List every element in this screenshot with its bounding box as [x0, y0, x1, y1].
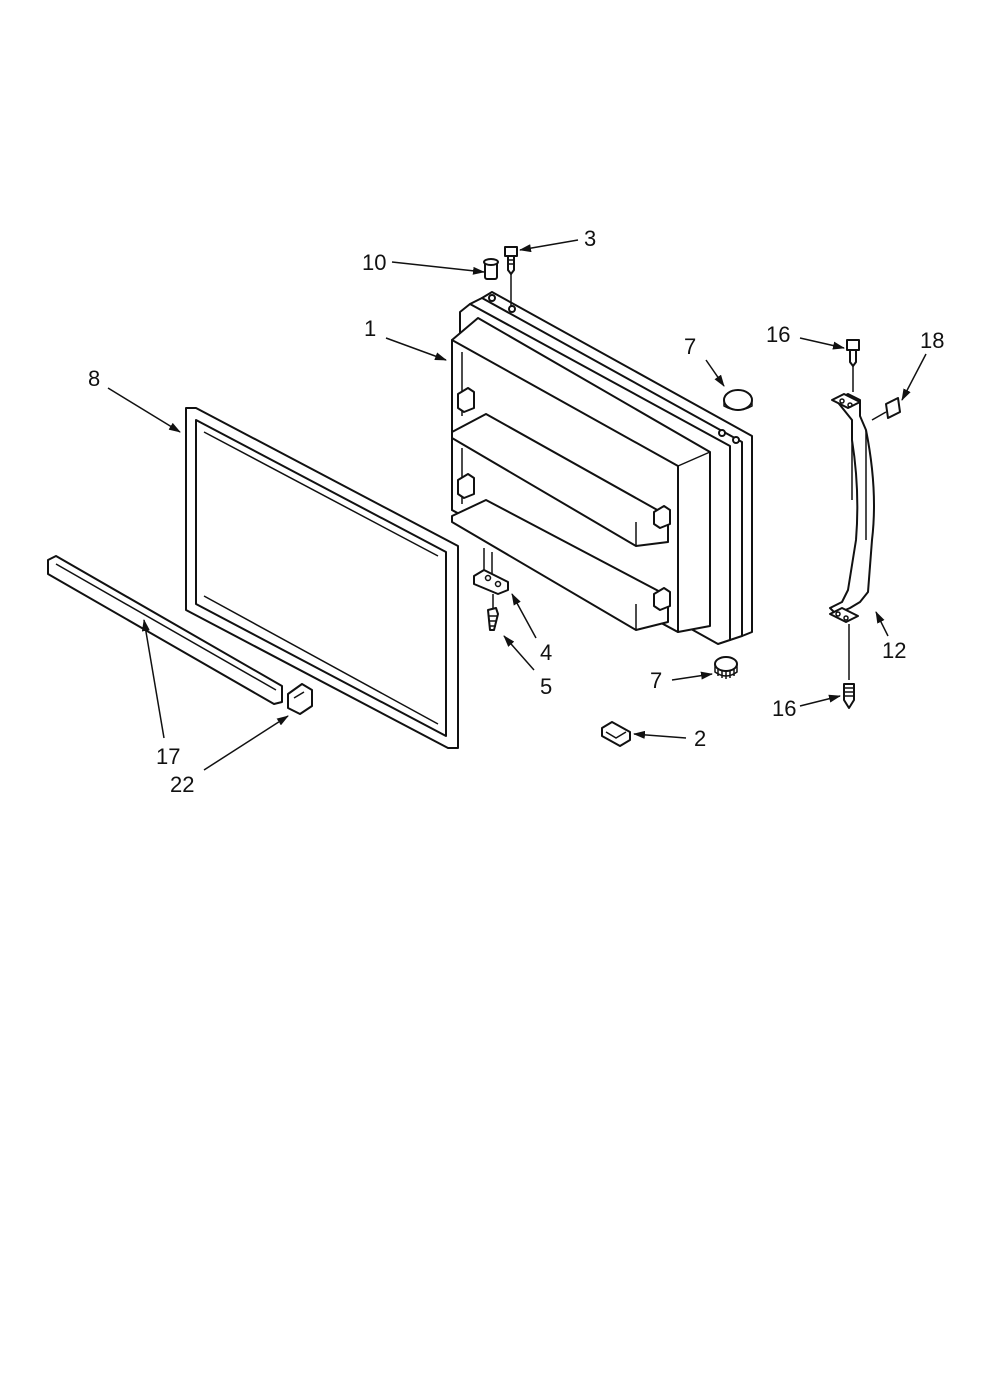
- hinge-washer-part: [473, 569, 509, 595]
- callout-7-cap: 7: [684, 334, 696, 359]
- callout-12: 12: [882, 638, 906, 663]
- hinge-cap-part: [723, 389, 753, 411]
- callout-17: 17: [156, 744, 180, 769]
- callout-16-bottom: 16: [772, 696, 796, 721]
- callout-16-top: 16: [766, 322, 790, 347]
- door-handle-part: [829, 393, 875, 623]
- nameplate-part: [871, 397, 901, 421]
- leader-lines: [107, 239, 927, 771]
- callout-8: 8: [88, 366, 100, 391]
- breaker-strip-part: [47, 555, 283, 705]
- callout-4: 4: [540, 640, 552, 665]
- handle-screw-top-part: [846, 339, 860, 392]
- door-liner-part: [451, 291, 753, 645]
- top-screw-part: [504, 246, 518, 306]
- callout-18: 18: [920, 328, 944, 353]
- callout-22: 22: [170, 772, 194, 797]
- callout-labels: 1 2 3 4 5 7 7 8 10 12 16 16 17 18 22: [88, 226, 944, 797]
- door-gasket-part: [185, 407, 459, 749]
- retainer-clip-part: [287, 683, 313, 715]
- callout-7-bushing: 7: [650, 668, 662, 693]
- hinge-bracket-part: [601, 721, 631, 747]
- callout-10: 10: [362, 250, 386, 275]
- bushing-part: [714, 656, 738, 679]
- callout-1: 1: [364, 316, 376, 341]
- plug-button-part: [483, 258, 499, 280]
- callout-3: 3: [584, 226, 596, 251]
- hinge-screw-part: [487, 594, 499, 631]
- handle-screw-bottom-part: [843, 624, 855, 709]
- callout-5: 5: [540, 674, 552, 699]
- callout-2: 2: [694, 726, 706, 751]
